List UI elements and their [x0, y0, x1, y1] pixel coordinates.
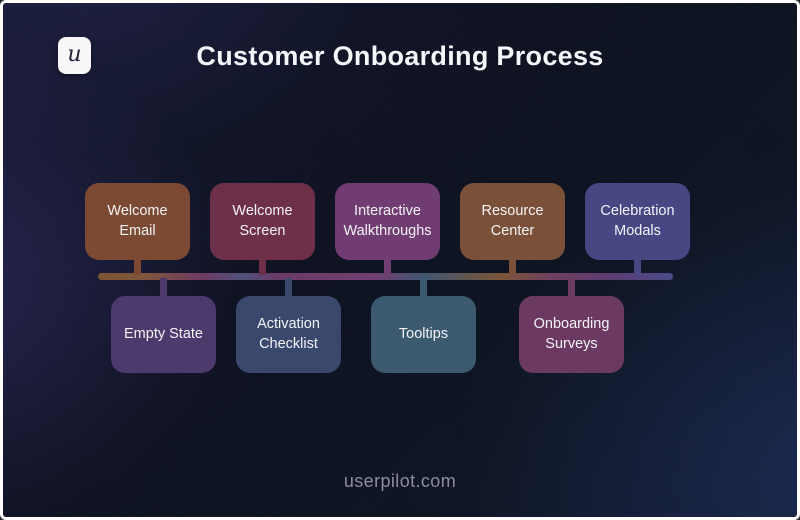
process-box: Celebration Modals	[585, 183, 690, 260]
page-title: Customer Onboarding Process	[196, 41, 604, 71]
process-box: Onboarding Surveys	[519, 296, 624, 373]
process-box: Tooltips	[371, 296, 476, 373]
process-box-label: Empty State	[124, 325, 203, 342]
process-box-label: Onboarding Surveys	[533, 316, 610, 352]
footer-url: userpilot.com	[343, 471, 457, 491]
connector-stem	[285, 278, 292, 297]
process-box: Welcome Screen	[210, 183, 315, 260]
process-box: Activation Checklist	[236, 296, 341, 373]
connector-stem	[134, 258, 141, 275]
process-box-label: Resource Center	[481, 203, 544, 239]
userpilot-logo: u	[58, 37, 91, 74]
process-box: Resource Center	[460, 183, 565, 260]
connector-stem	[568, 278, 575, 297]
connector-stem	[259, 258, 266, 275]
timeline-bar	[98, 273, 673, 280]
process-box-label: Activation Checklist	[257, 316, 320, 352]
process-box-label: Welcome Email	[107, 203, 168, 239]
connector-stem	[634, 258, 641, 275]
process-box: Welcome Email	[85, 183, 190, 260]
connector-stem	[384, 258, 391, 275]
process-box-label: Tooltips	[398, 325, 449, 342]
onboarding-timeline-diagram: Welcome Email Welcome Screen Interactive W…	[3, 3, 797, 517]
process-box-label: Interactive Walkthroughs	[343, 203, 432, 239]
userpilot-logo-letter: u	[67, 41, 82, 67]
process-box: Empty State	[111, 296, 216, 373]
process-box-label: Celebration Modals	[600, 203, 675, 239]
connector-stem	[420, 278, 427, 297]
connector-stem	[509, 258, 516, 275]
process-box-label: Welcome Screen	[232, 203, 293, 239]
process-box: Interactive Walkthroughs	[335, 183, 440, 260]
connector-stem	[160, 278, 167, 297]
